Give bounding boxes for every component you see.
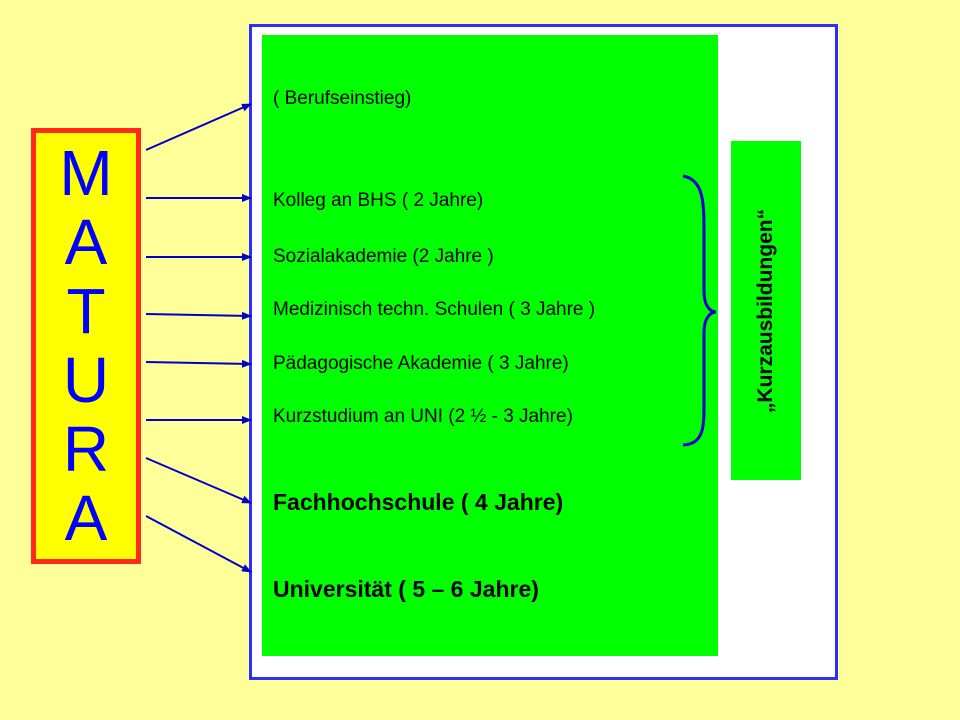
arrow-fachhochschule (145, 457, 252, 504)
option-paedagogisch: Pädagogische Akademie ( 3 Jahre) (273, 353, 569, 374)
matura-letter-a2: A (64, 481, 108, 554)
option-medizinisch: Medizinisch techn. Schulen ( 3 Jahre ) (273, 299, 596, 320)
matura-letter-u: U (62, 343, 110, 416)
matura-letter-a: A (64, 205, 108, 278)
matura-letter-m: M (59, 136, 113, 209)
option-berufseinstieg: ( Berufseinstieg) (273, 88, 412, 109)
arrow-universitaet (145, 515, 252, 573)
option-fachhochschule: Fachhochschule ( 4 Jahre) (273, 489, 564, 515)
arrow-medizinisch (145, 311, 252, 320)
arrow-paedagogisch (145, 359, 252, 368)
matura-box: M A T U R A (31, 128, 141, 564)
option-kurzstudium: Kurzstudium an UNI (2 ½ - 3 Jahre) (273, 406, 573, 427)
options-panel (262, 35, 718, 656)
curly-brace (682, 174, 717, 447)
matura-letter-t: T (66, 274, 106, 347)
option-sozialakademie: Sozialakademie (2 Jahre ) (273, 246, 494, 267)
option-universitaet: Universität ( 5 – 6 Jahre) (273, 576, 539, 602)
matura-letter-r: R (62, 412, 110, 485)
kurzausbildungen-box: „Kurzausbildungen“ (731, 141, 801, 480)
arrow-berufseinstieg (145, 103, 252, 151)
option-kolleg: Kolleg an BHS ( 2 Jahre) (273, 190, 484, 211)
